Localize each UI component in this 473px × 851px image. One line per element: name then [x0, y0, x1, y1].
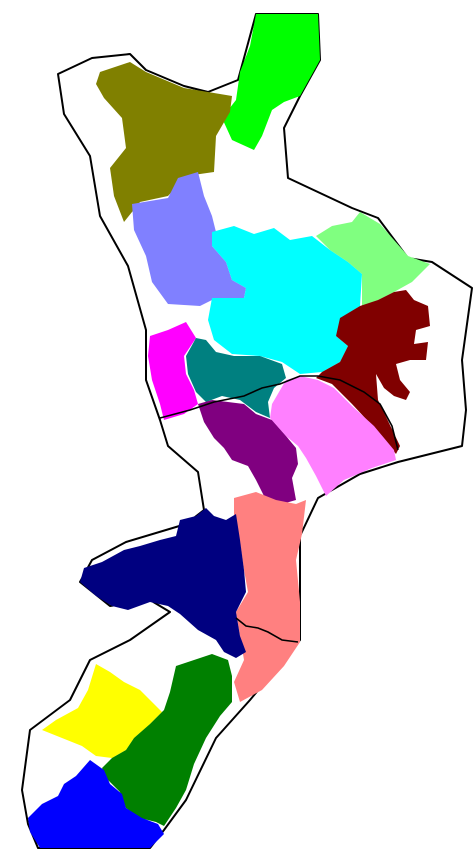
zone-periwinkle: [132, 172, 246, 306]
zone-navy: [80, 508, 246, 658]
zone-magenta: [148, 322, 198, 420]
zone-salmon: [234, 492, 306, 702]
zone-light-green: [316, 212, 430, 306]
zone-maroon: [316, 290, 430, 454]
zone-green-north: [222, 14, 320, 150]
boundary-line-south: [235, 617, 299, 643]
zone-pink: [270, 376, 396, 496]
zone-dark-green: [102, 654, 232, 826]
zone-olive: [96, 62, 232, 222]
zone-yellow: [42, 664, 162, 758]
zone-teal: [186, 338, 286, 418]
zone-blue: [28, 760, 164, 848]
boundary-line-north: [159, 375, 399, 451]
zone-purple: [198, 400, 298, 504]
zone-cyan: [208, 226, 362, 374]
